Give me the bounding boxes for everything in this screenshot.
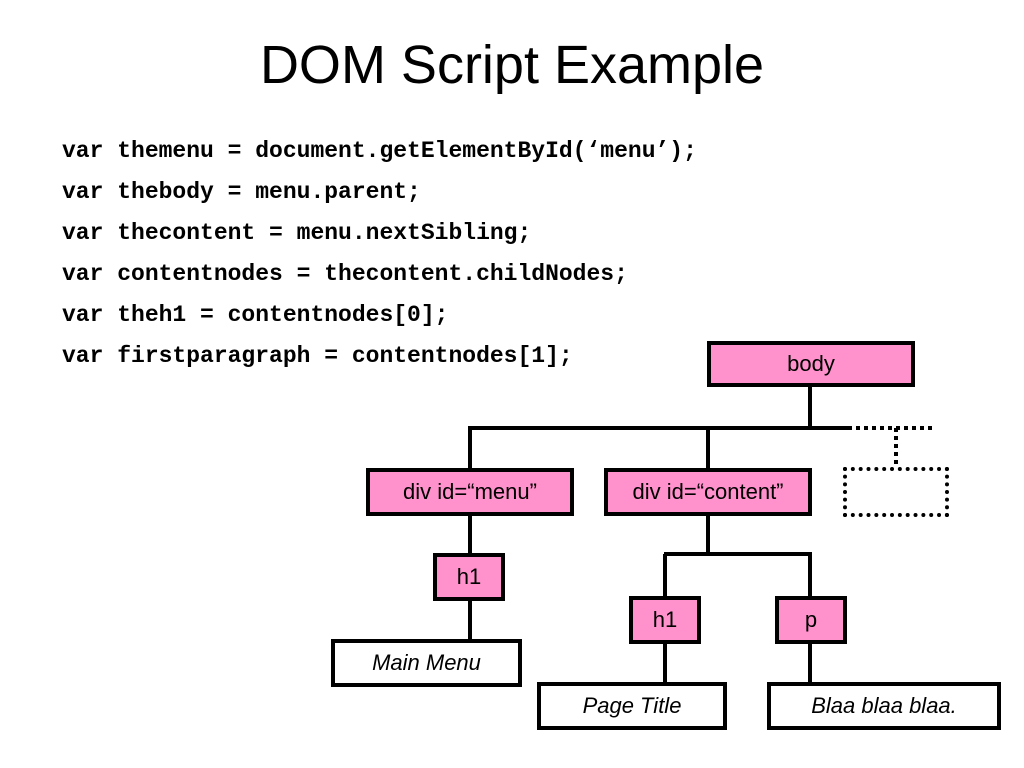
node-menu-h1: h1 (433, 553, 505, 601)
node-div-content: div id=“content” (604, 468, 812, 516)
node-content-h1: h1 (629, 596, 701, 644)
node-unknown-sibling (843, 467, 949, 517)
node-div-menu: div id=“menu” (366, 468, 574, 516)
slide-title: DOM Script Example (259, 35, 765, 95)
node-body: body (707, 341, 915, 387)
code-line: var themenu = document.getElementById(‘m… (62, 138, 697, 164)
code-line: var firstparagraph = contentnodes[1]; (62, 343, 573, 369)
code-block: var themenu = document.getElementById(‘m… (62, 136, 697, 382)
code-line: var theh1 = contentnodes[0]; (62, 302, 449, 328)
node-content-p: p (775, 596, 847, 644)
node-main-menu-text: Main Menu (331, 639, 522, 687)
code-line: var thebody = menu.parent; (62, 179, 421, 205)
code-line: var thecontent = menu.nextSibling; (62, 220, 532, 246)
node-page-title-text: Page Title (537, 682, 727, 730)
code-line: var contentnodes = thecontent.childNodes… (62, 261, 628, 287)
node-paragraph-text: Blaa blaa blaa. (767, 682, 1001, 730)
